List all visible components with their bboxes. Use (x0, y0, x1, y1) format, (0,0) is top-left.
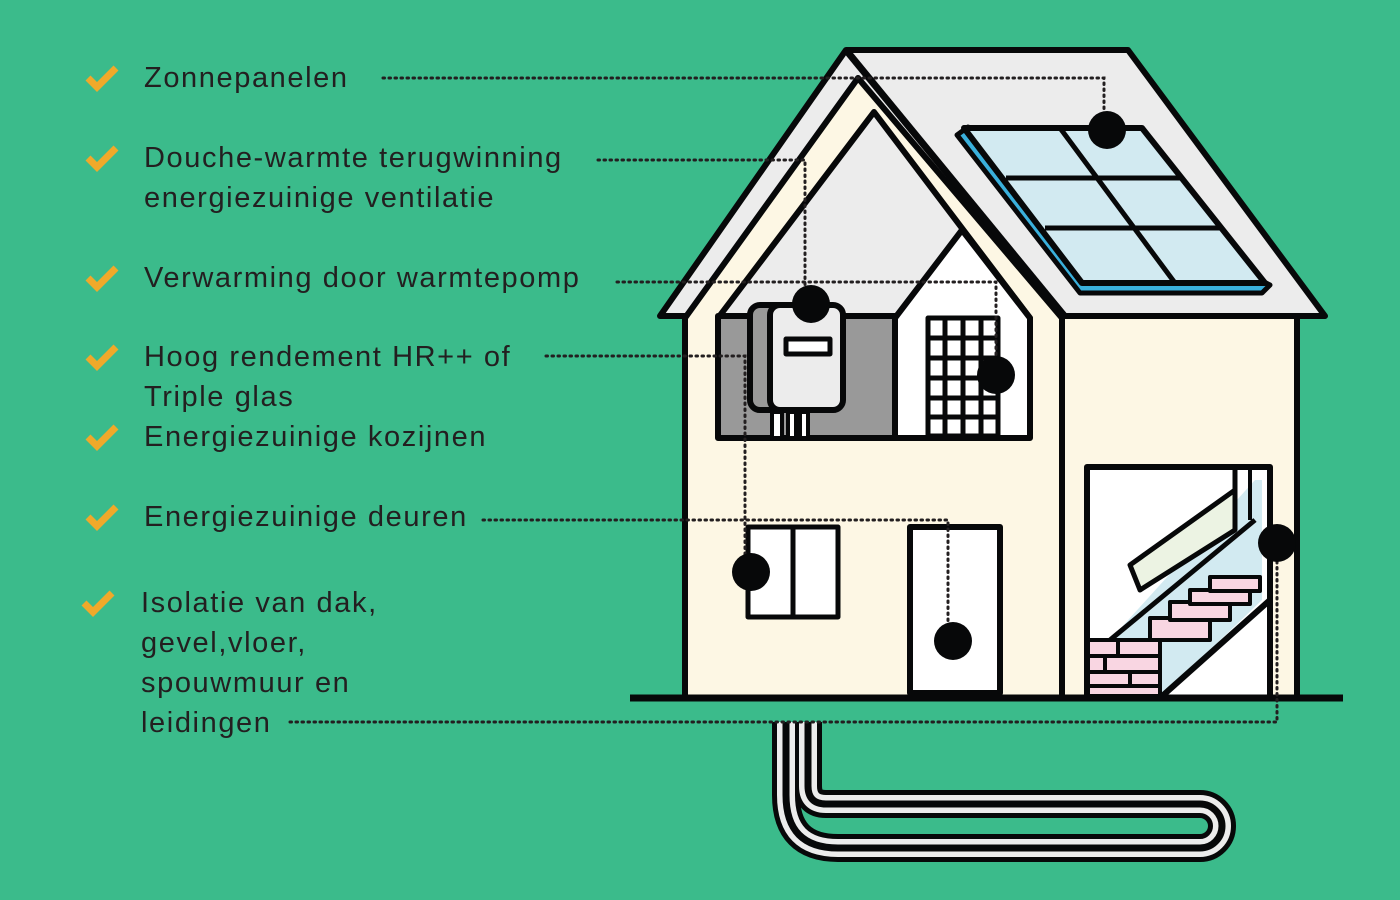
label-isolatie-3: spouwmuur en (141, 667, 351, 699)
label-triple-glas: Triple glas (144, 381, 295, 413)
check-icon (85, 145, 119, 172)
check-icon (85, 504, 119, 531)
check-icon (85, 424, 119, 451)
leader-glas (544, 354, 747, 574)
marker-dot (792, 285, 830, 323)
marker-dots (732, 111, 1296, 660)
label-ventilatie: energiezuinige ventilatie (144, 182, 496, 214)
label-kozijnen: Energiezuinige kozijnen (144, 421, 488, 453)
leader-deuren (481, 518, 950, 643)
marker-dot (934, 622, 972, 660)
label-hr-glas: Hoog rendement HR++ of (144, 341, 512, 373)
label-isolatie-2: gevel,vloer, (141, 627, 307, 659)
boiler-display (783, 336, 833, 357)
check-icon (85, 344, 119, 371)
label-isolatie-4: leidingen (141, 707, 272, 739)
check-icon (81, 590, 115, 617)
label-zonnepanelen: Zonnepanelen (144, 62, 349, 94)
brick-stairs (1086, 575, 1262, 698)
front-door (907, 524, 1003, 696)
marker-dot (732, 553, 770, 591)
check-icon (85, 265, 119, 292)
leader-isolatie (288, 541, 1279, 724)
ground-window (745, 524, 841, 620)
marker-dot (1258, 524, 1296, 562)
label-isolatie-1: Isolatie van dak, (141, 587, 378, 619)
leader-warmtepomp (615, 280, 998, 377)
ground-heat-pipe (772, 722, 1236, 862)
check-icon (85, 65, 119, 92)
label-douche-warmte: Douche-warmte terugwinning (144, 142, 563, 174)
leader-ventilatie (596, 158, 807, 307)
label-deuren: Energiezuinige deuren (144, 501, 468, 533)
label-warmtepomp: Verwarming door warmtepomp (144, 262, 581, 294)
marker-dot (1088, 111, 1126, 149)
marker-dot (977, 356, 1015, 394)
